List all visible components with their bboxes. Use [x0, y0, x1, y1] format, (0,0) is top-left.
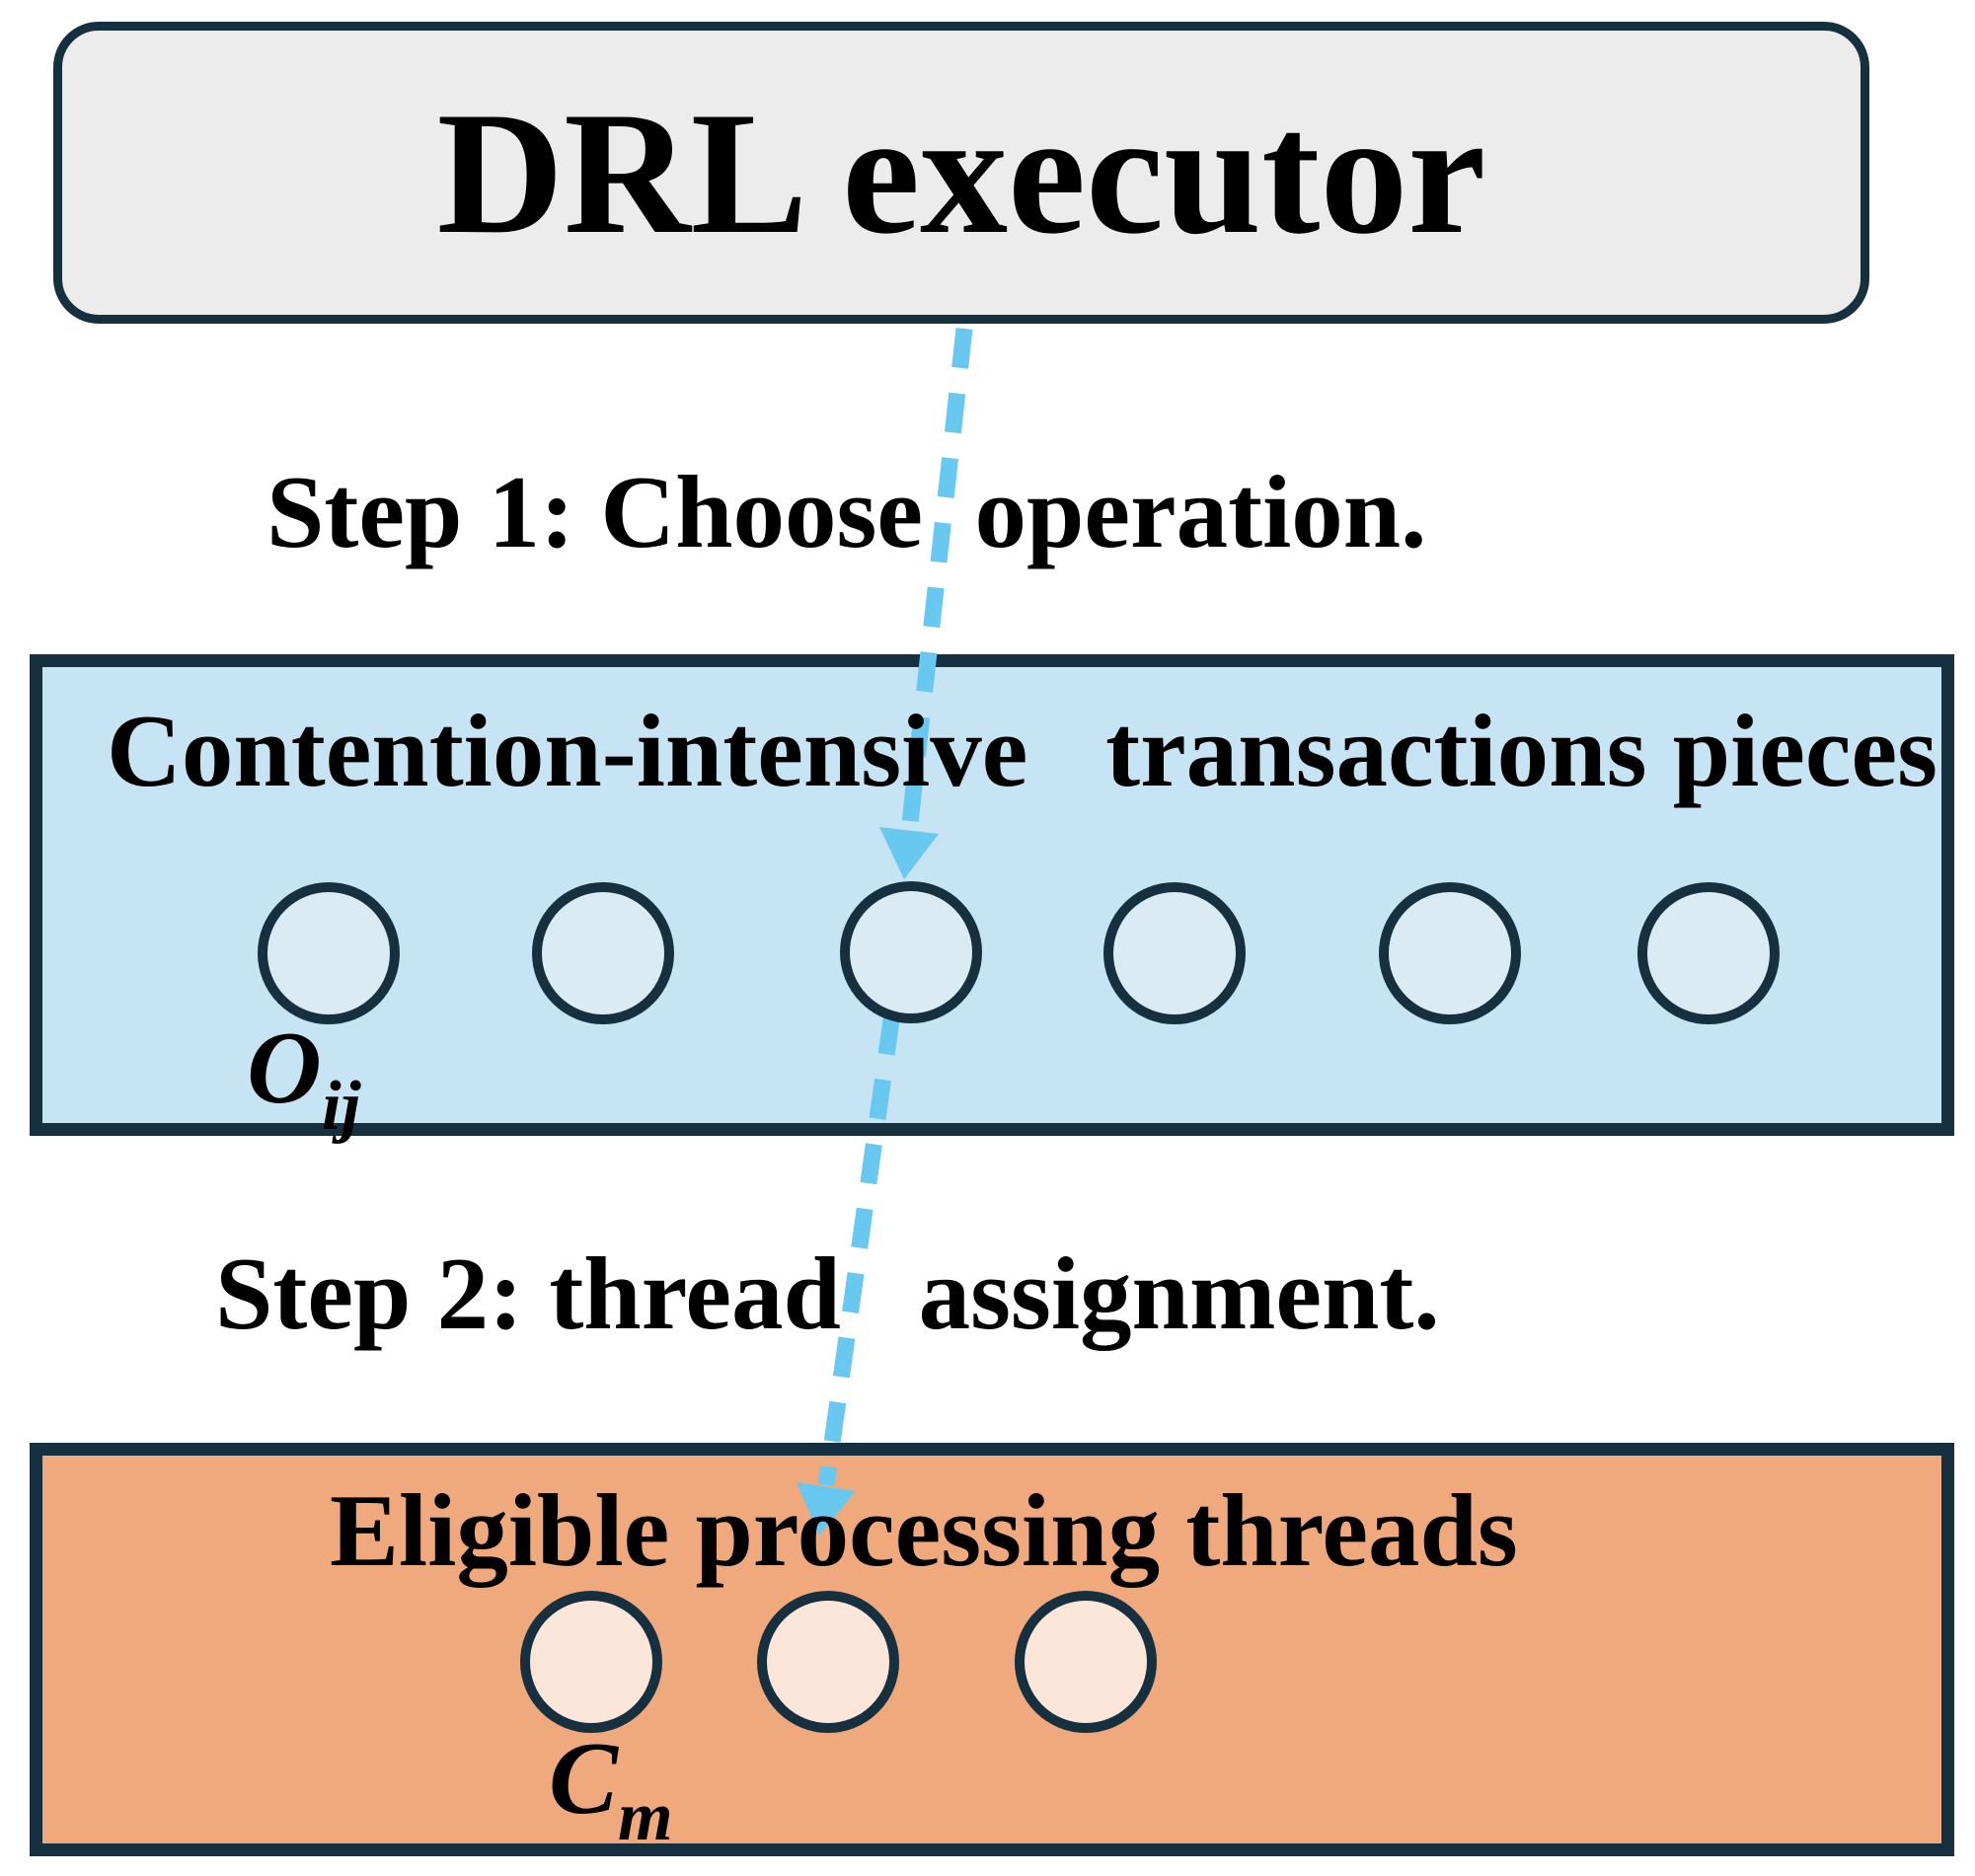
- threads-box-title: Eligible processing threads: [330, 1472, 1518, 1588]
- drl-executor-label: DRL executor: [436, 75, 1486, 270]
- drl-executor-box: DRL executor: [53, 22, 1869, 324]
- operation-circle: [1103, 882, 1246, 1024]
- operation-circle: [532, 882, 674, 1024]
- operation-label-subscript: ij: [321, 1067, 361, 1146]
- transactions-box-title: Contention-intensive transactions pieces: [107, 693, 1937, 808]
- operation-circle: [1637, 882, 1780, 1024]
- step2-label: Step 2: thread assignment.: [215, 1236, 1440, 1351]
- operation-circle: [840, 881, 982, 1023]
- operation-circle: [1379, 882, 1521, 1024]
- thread-math-label: Cm: [549, 1726, 673, 1852]
- thread-label-subscript: m: [618, 1777, 673, 1856]
- threads-box: [30, 1443, 1954, 1856]
- thread-circle: [757, 1591, 899, 1733]
- operation-label-base: O: [247, 1010, 322, 1125]
- operation-math-label: Oij: [247, 1015, 361, 1142]
- operation-circle: [258, 882, 400, 1024]
- thread-label-base: C: [549, 1720, 619, 1836]
- thread-circle: [1015, 1591, 1157, 1733]
- thread-circle: [520, 1591, 662, 1733]
- step1-label: Step 1: Choose operation.: [266, 454, 1427, 569]
